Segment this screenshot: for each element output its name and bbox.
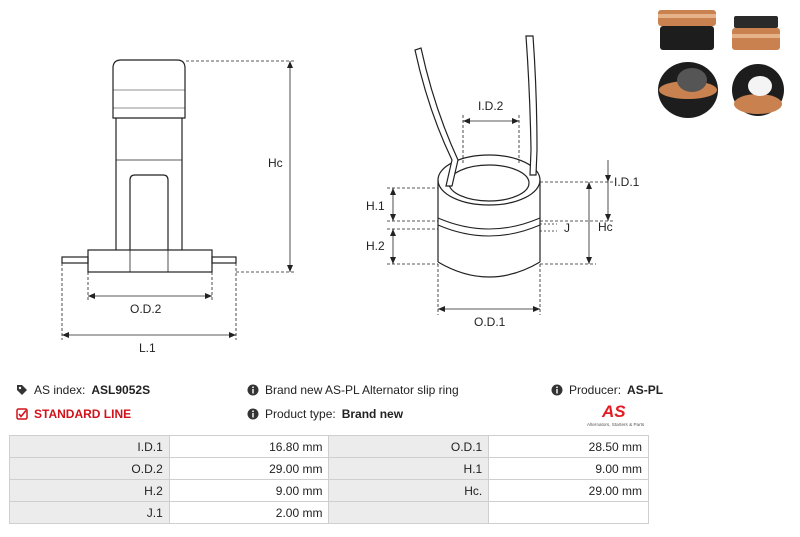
photo-angle-large <box>658 62 718 118</box>
technical-drawing: Hc O.D.2 L.1 <box>61 35 640 355</box>
label-l1: L.1 <box>139 341 156 355</box>
description: Brand new AS-PL Alternator slip ring <box>247 383 459 397</box>
spec-label: H.1 <box>328 457 490 480</box>
label-id2: I.D.2 <box>478 99 504 113</box>
producer-value: AS-PL <box>627 383 664 397</box>
spec-value: 29.00 mm <box>488 479 649 502</box>
spec-label: J.1 <box>9 501 170 524</box>
info-icon <box>247 384 259 396</box>
spec-label: O.D.2 <box>9 457 170 480</box>
label-h2: H.2 <box>366 239 385 253</box>
spec-label: O.D.1 <box>328 435 490 458</box>
table-row: I.D.1 16.80 mm O.D.1 28.50 mm <box>9 435 649 458</box>
spec-label: H.2 <box>9 479 170 502</box>
product-photos <box>658 10 784 118</box>
product-type: Product type: Brand new <box>247 407 403 421</box>
as-pl-logo: AS Alternators, Starters & Parts <box>587 402 645 427</box>
photo-side-large <box>658 10 716 50</box>
spec-value: 2.00 mm <box>168 501 330 524</box>
as-index-value: ASL9052S <box>91 383 151 397</box>
label-j: J <box>564 221 570 235</box>
slip-ring-drawing <box>414 35 541 278</box>
logo-tagline: Alternators, Starters & Parts <box>587 422 645 427</box>
logo-mark: AS <box>601 402 626 421</box>
spec-label: I.D.1 <box>9 435 170 458</box>
label-id1: I.D.1 <box>614 175 640 189</box>
as-index: AS index: ASL9052S <box>16 383 150 397</box>
product-type-label: Product type: <box>265 407 336 421</box>
spec-value: 9.00 mm <box>488 457 649 480</box>
label-hc-right: Hc <box>598 220 613 234</box>
description-text: Brand new AS-PL Alternator slip ring <box>265 383 459 397</box>
as-index-label: AS index: <box>34 383 86 397</box>
table-row: J.1 2.00 mm <box>9 501 649 524</box>
label-hc-left: Hc <box>268 156 283 170</box>
spec-table: I.D.1 16.80 mm O.D.1 28.50 mm O.D.2 29.0… <box>9 435 649 524</box>
table-row: O.D.2 29.00 mm H.1 9.00 mm <box>9 457 649 480</box>
label-h1: H.1 <box>366 199 385 213</box>
info-icon <box>247 408 259 420</box>
producer-label: Producer: <box>569 383 622 397</box>
spec-value: 9.00 mm <box>168 479 330 502</box>
info-icon <box>551 384 563 396</box>
photo-side-small <box>732 16 780 50</box>
label-od2: O.D.2 <box>130 302 162 316</box>
label-od1: O.D.1 <box>474 315 506 329</box>
table-row: H.2 9.00 mm Hc. 29.00 mm <box>9 479 649 502</box>
producer: Producer: AS-PL <box>551 383 663 397</box>
spec-value: 29.00 mm <box>168 457 330 480</box>
tag-icon <box>17 385 27 395</box>
spec-label: Hc. <box>328 479 490 502</box>
standard-line-label: STANDARD LINE <box>34 407 132 421</box>
spec-value: 28.50 mm <box>488 435 649 458</box>
spec-label-empty <box>328 501 490 524</box>
side-view-drawing <box>61 59 237 273</box>
standard-line: STANDARD LINE <box>16 407 131 421</box>
product-type-value: Brand new <box>341 407 404 421</box>
photo-angle-small <box>732 64 784 116</box>
spec-value: 16.80 mm <box>168 435 330 458</box>
spec-value-empty <box>488 501 649 524</box>
checkbox-icon <box>16 408 28 420</box>
